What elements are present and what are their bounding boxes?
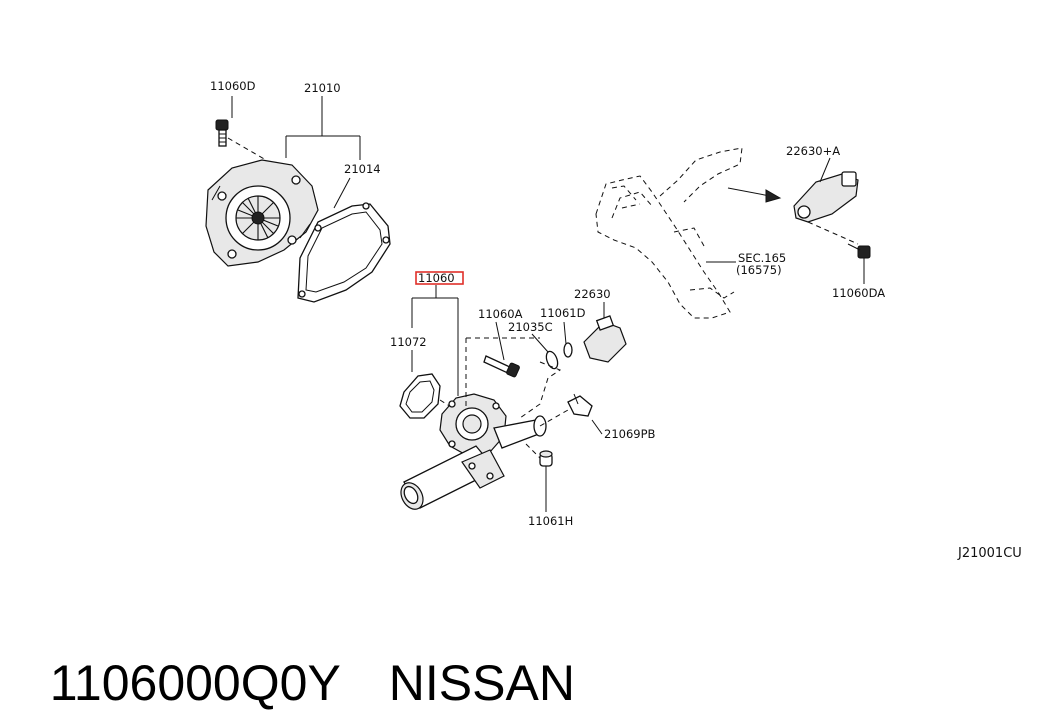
label-21035c: 21035C — [508, 320, 553, 334]
diagram-reference-code: J21001CU — [957, 546, 1022, 561]
thermostat-ring-11072 — [399, 373, 457, 419]
part-number: 1106000Q0Y — [49, 655, 341, 711]
washer-11061d — [563, 321, 573, 358]
label-21014: 21014 — [344, 162, 381, 176]
bolt-11060a — [483, 321, 520, 378]
label-11060d: 11060D — [210, 79, 256, 93]
label-sec-165: SEC.165 — [738, 251, 786, 265]
sensor-22630a — [793, 157, 859, 245]
parts-diagram: 11060D 21010 21014 11060 11072 11060A 21… — [205, 79, 1022, 561]
label-22630: 22630 — [574, 287, 611, 301]
label-11060da: 11060DA — [832, 286, 885, 300]
bolt-11060d — [215, 119, 267, 161]
label-21069pb: 21069PB — [604, 427, 656, 441]
product-caption: 1106000Q0Y NISSAN — [22, 596, 575, 712]
label-22630a: 22630+A — [786, 144, 840, 158]
label-11060a: 11060A — [478, 307, 523, 321]
pump-gasket — [297, 202, 391, 303]
label-11061d: 11061D — [540, 306, 586, 320]
plug-11061h — [525, 443, 553, 512]
label-sec-165-sub: (16575) — [736, 263, 782, 277]
direction-arrow — [727, 187, 782, 203]
temperature-sensor-22630 — [583, 302, 627, 363]
thermostat-housing — [400, 393, 547, 510]
label-11061h: 11061H — [528, 514, 573, 528]
sensor-gasket-21035c — [531, 333, 559, 370]
bolt-11060da — [847, 243, 871, 284]
sec-165-intake-outline — [595, 147, 743, 319]
label-21010: 21010 — [304, 81, 341, 95]
label-11060: 11060 — [418, 271, 455, 285]
brand-name: NISSAN — [388, 655, 575, 711]
highlight-box-11060 — [415, 271, 464, 285]
clip-21069pb — [539, 393, 603, 435]
label-11072: 11072 — [390, 335, 427, 349]
water-pump-assembly — [205, 159, 319, 267]
